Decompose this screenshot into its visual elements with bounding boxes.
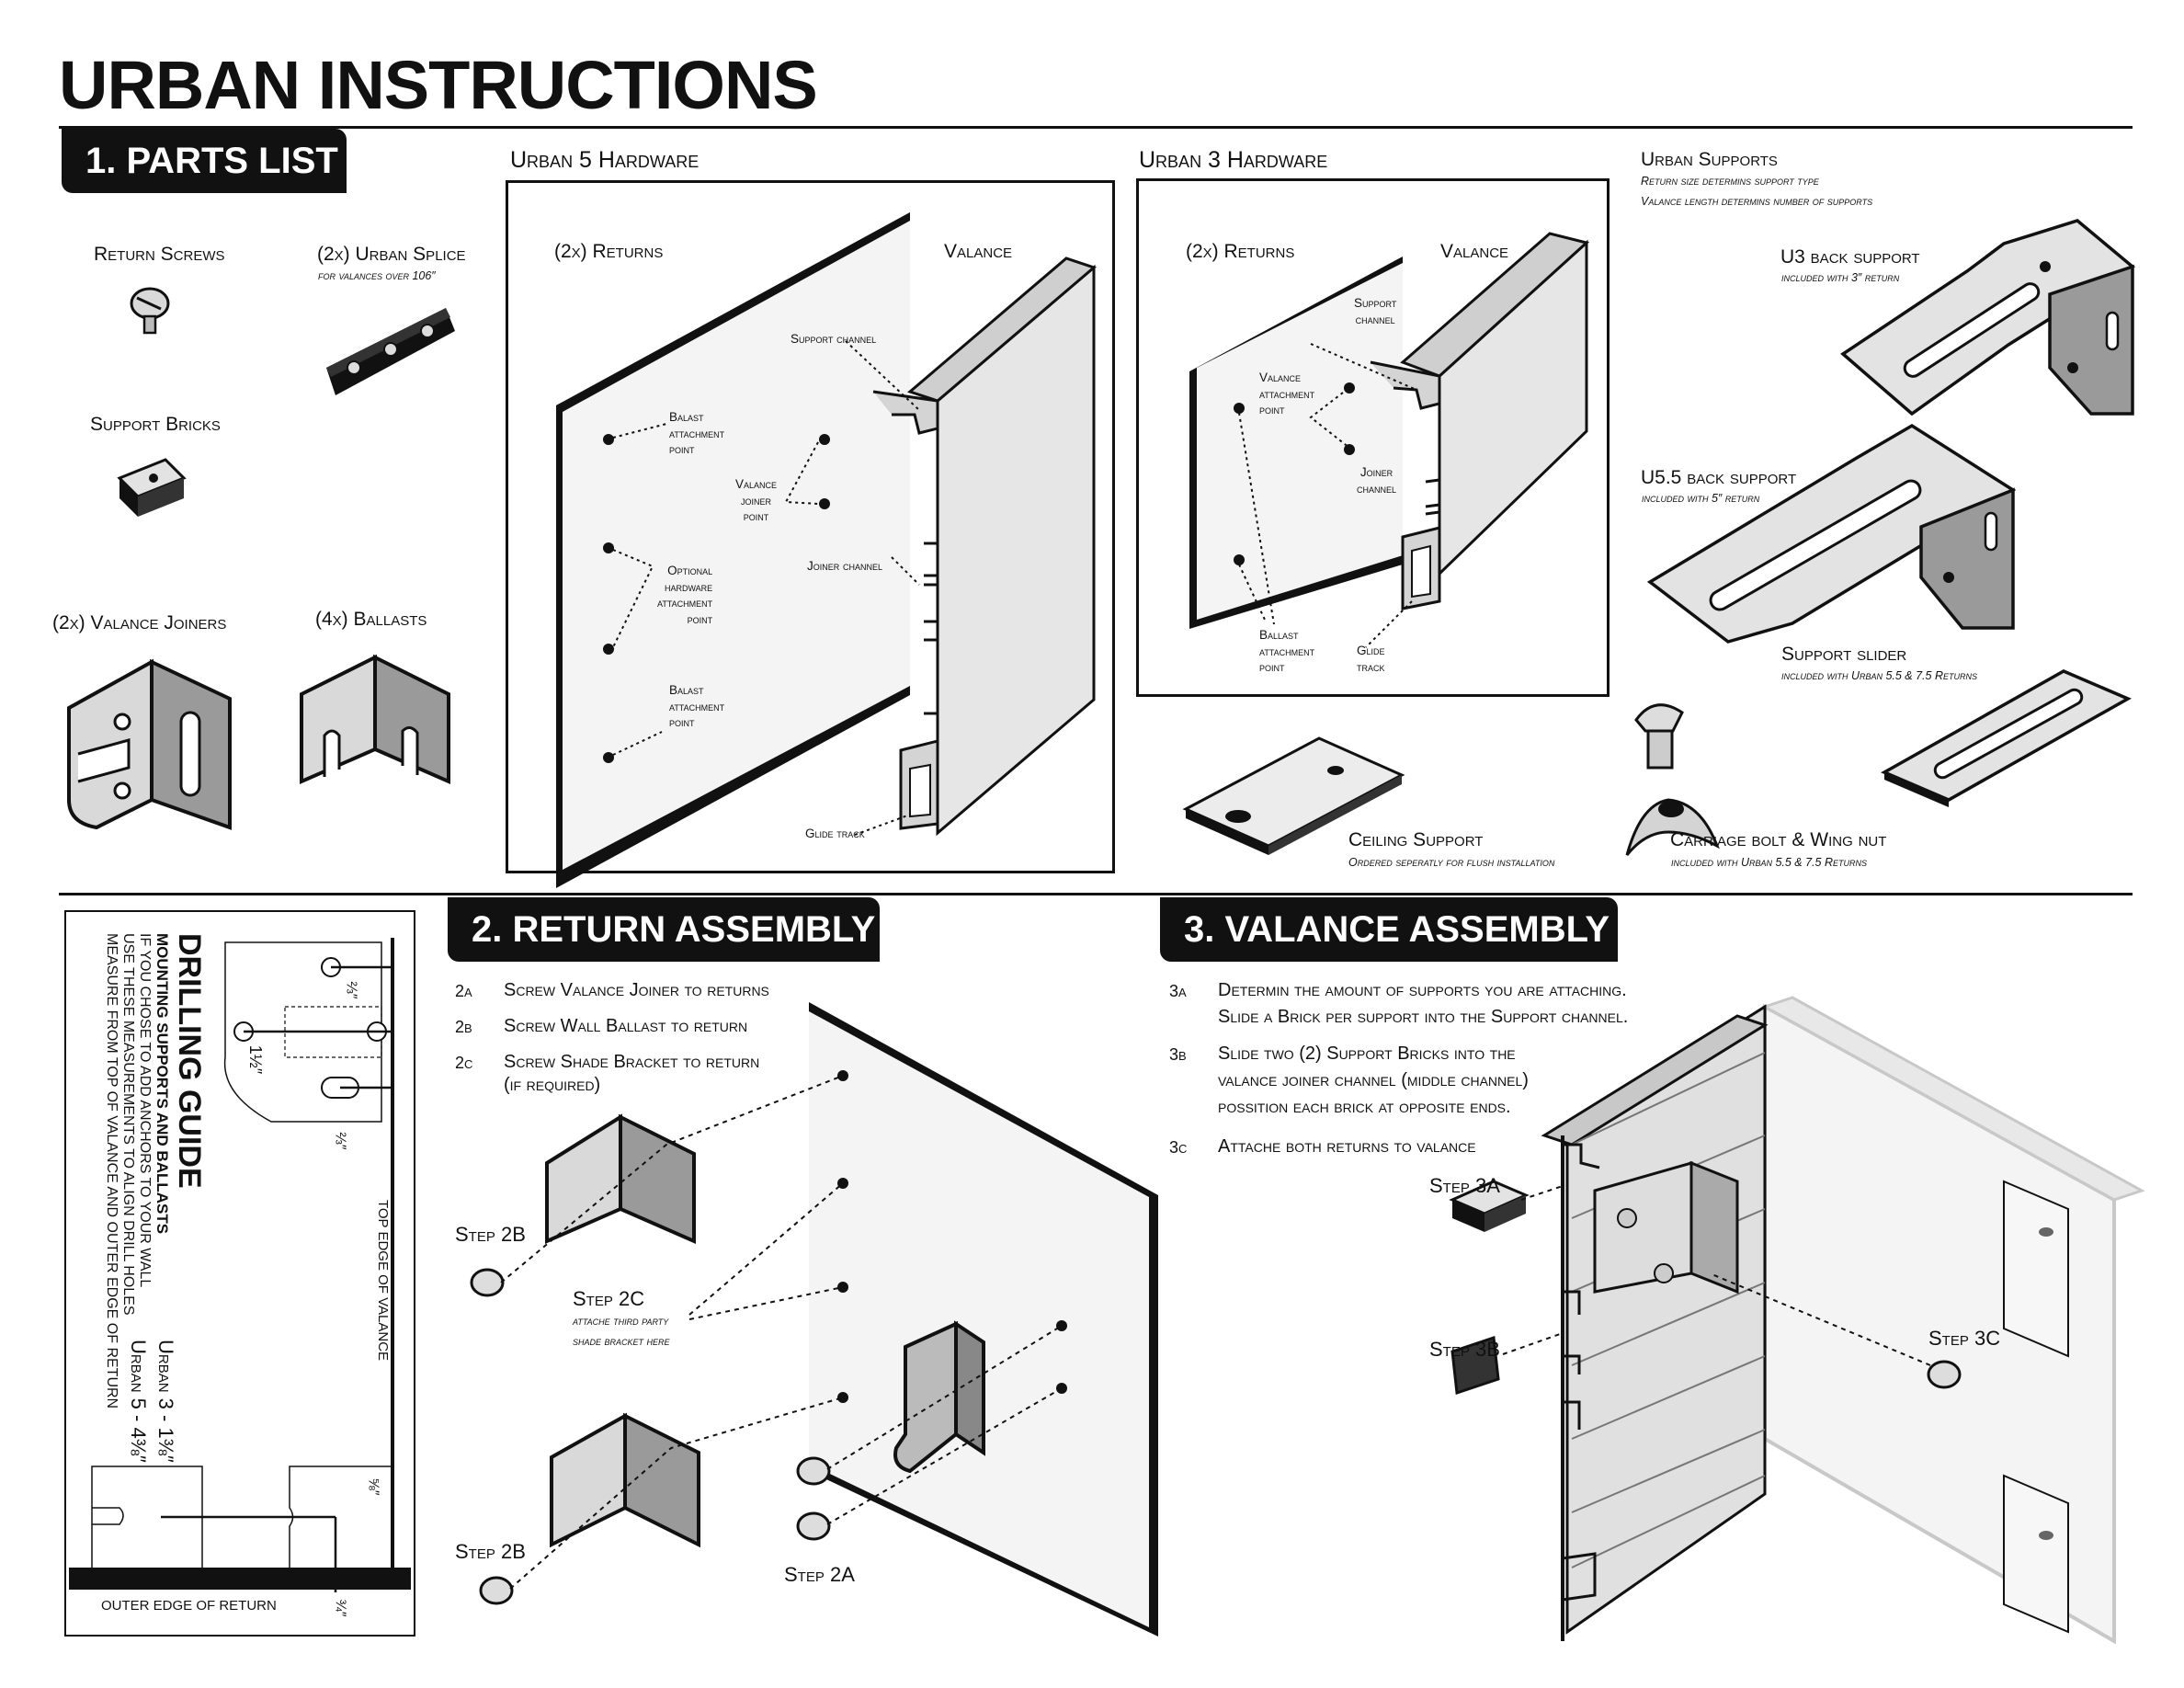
urban3-drawing [1189,232,1590,648]
urban3-glide-track-label: Glide track [1357,644,1385,674]
urban3-heading: Urban 3 Hardware [1139,147,1328,173]
urban3-valance-attachment-label: Valance attachment point [1259,371,1315,417]
valance-joiners-label: (2x) Valance Joiners [52,612,227,633]
mid-rule [59,893,2133,895]
ceiling-support-label: Ceiling Support [1348,829,1484,850]
urban5-glide-track-label: Glide track [805,827,865,840]
support-slider-label: Support slider [1781,644,1907,665]
u55-back-support-icon [1646,423,2017,644]
section-tab-parts-list: 1. PARTS LIST [62,129,347,193]
section-tab-valance-assembly: 3. VALANCE ASSEMBLY [1160,897,1618,962]
return-assembly-drawing [470,1002,1158,1637]
urban-splice-note: for valances over 106″ [318,269,436,282]
step-3a-num: 3a [1169,982,1187,1000]
urban5-panel [506,180,1115,873]
step-2b-text: Screw Wall Ballast to return [504,1016,748,1036]
urban5-return-drawing [556,212,910,888]
step-3b-num: 3b [1169,1045,1187,1064]
header-rule [59,126,2133,129]
support-slider-note: included with Urban 5.5 & 7.5 Returns [1781,669,1977,682]
step-3a-label: Step 3A [1429,1174,1500,1197]
drilling-dim-two-thirds-a: ⅔″ [343,981,359,999]
urban3-valance-label: Valance [1440,241,1509,262]
urban5-joiner-channel-label: Joiner channel [807,559,883,573]
step-3c-label: Step 3C [1928,1327,2001,1350]
carriage-bolt-label: Carriage bolt & Wing nut [1670,829,1887,850]
step-2a-text: Screw Valance Joiner to returns [504,980,769,1000]
ballast-icon [300,654,450,785]
step-2c-num: 2c [455,1054,473,1072]
valance-assembly-drawing [1449,996,2145,1645]
supports-note-1: Return size determins support type [1641,175,1819,188]
step-2c-sub: (if required) [504,1075,601,1095]
support-bricks-label: Support Bricks [90,414,221,435]
step-2c-note-1: attache third party [573,1315,669,1328]
urban3-returns-label: (2x) Returns [1186,241,1295,262]
support-slider-icon [1881,669,2132,807]
urban5-valance-joiner-label: Valance joiner point [735,477,778,524]
drilling-urban5-dim: Urban 5 - 4⅜″ [127,1340,150,1463]
supports-heading: Urban Supports [1641,149,1778,170]
return-screws-label: Return Screws [94,244,225,265]
step-2b-label-bottom: Step 2B [455,1540,526,1563]
step-2b-label-top: Step 2B [455,1223,526,1246]
drilling-dim-one-half: 1½″ [246,1044,266,1075]
u3-support-label: U3 back support [1780,246,1920,268]
urban5-ballast-point-label: Balast attachment point [669,410,725,457]
u3-support-note: included with 3″ return [1781,271,1900,284]
return-screw-icon [130,287,170,335]
urban5-valance-drawing [845,257,1097,837]
carriage-bolt-note: included with Urban 5.5 & 7.5 Returns [1671,856,1867,869]
support-brick-icon [117,458,187,517]
drilling-urban3-dim: Urban 3 - 1⅜″ [154,1340,177,1463]
urban3-joiner-channel-label: Joiner channel [1357,465,1397,496]
u55-support-label: U5.5 back support [1641,467,1797,488]
step-3b-label: Step 3B [1429,1338,1500,1361]
urban5-returns-label: (2x) Returns [554,241,664,262]
urban-splice-label: (2x) Urban Splice [317,244,466,265]
supports-note-2: Valance length determins number of suppo… [1641,195,1873,208]
ceiling-support-note: Ordered seperatly for flush installation [1348,856,1555,869]
drilling-dim-five-eighths: ⅝″ [365,1477,381,1496]
outer-edge-label: OUTER EDGE OF RETURN [101,1598,277,1614]
urban-splice-icon [326,308,455,395]
urban5-ballast-point-2-label: Balast attachment point [669,683,725,730]
drilling-dim-three-quarters: ¾″ [332,1599,348,1617]
carriage-bolt-wing-nut-icon [1625,703,1720,856]
urban5-optional-point-label: Optional hardware attachment point [657,564,713,626]
step-3a-text: Determin the amount of supports you are … [1218,980,1629,1027]
top-edge-label: TOP EDGE OF VALANCE [375,1200,391,1362]
step-3b-text: Slide two (2) Support Bricks into the va… [1218,1044,1529,1117]
section-tab-return-assembly: 2. RETURN ASSEMBLY [448,897,880,962]
urban5-support-channel-label: Support channel [791,332,877,346]
drilling-template-drawing [69,938,411,1592]
step-2c-text: Screw Shade Bracket to return [504,1052,760,1072]
step-2c-note-2: shade bracket here [573,1335,670,1348]
urban3-panel [1136,178,1610,697]
urban5-heading: Urban 5 Hardware [510,147,700,173]
u3-back-support-icon [1840,219,2135,416]
step-3c-num: 3c [1169,1138,1188,1157]
urban5-valance-label: Valance [944,241,1013,262]
ballasts-label: (4x) Ballasts [315,609,427,630]
drilling-dim-two-thirds-b: ⅔″ [332,1132,348,1150]
step-3c-text: Attache both returns to valance [1218,1136,1476,1157]
step-2a-num: 2a [455,982,472,1000]
step-2b-num: 2b [455,1018,472,1036]
step-2a-label: Step 2A [784,1563,855,1586]
u55-support-note: included with 5″ return [1642,492,1760,505]
page-title: URBAN INSTRUCTIONS [59,47,818,123]
step-2c-label: Step 2C [573,1287,645,1310]
drilling-guide-panel [64,910,415,1637]
ceiling-support-icon [1182,736,1405,855]
urban3-ballast-point-label: Ballast attachment point [1259,628,1315,675]
urban3-support-channel-label: Support channel [1354,296,1397,326]
valance-joiner-icon [67,658,232,830]
